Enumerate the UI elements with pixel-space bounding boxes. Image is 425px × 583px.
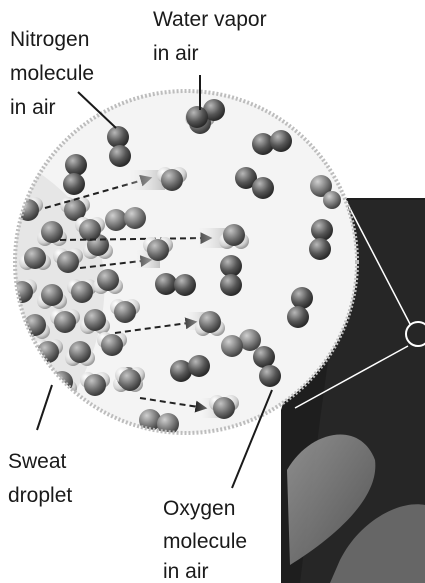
label-oxygen-line-3: in air [163, 560, 209, 583]
label-water-vapor-line-2: in air [153, 42, 199, 65]
label-sweat-line-2: droplet [8, 484, 72, 507]
label-nitrogen-line-2: molecule [10, 62, 94, 85]
label-nitrogen-line-3: in air [10, 96, 56, 119]
label-nitrogen-line-1: Nitrogen [10, 28, 89, 51]
label-oxygen-line-1: Oxygen [163, 497, 235, 520]
label-sweat: Sweat droplet [8, 450, 72, 507]
label-water-vapor: Water vapor in air [153, 8, 267, 65]
label-water-vapor-line-1: Water vapor [153, 8, 267, 31]
label-oxygen: Oxygen molecule in air [163, 497, 247, 583]
label-oxygen-line-2: molecule [163, 530, 247, 553]
label-sweat-line-1: Sweat [8, 450, 67, 473]
label-nitrogen: Nitrogen molecule in air [10, 28, 94, 119]
